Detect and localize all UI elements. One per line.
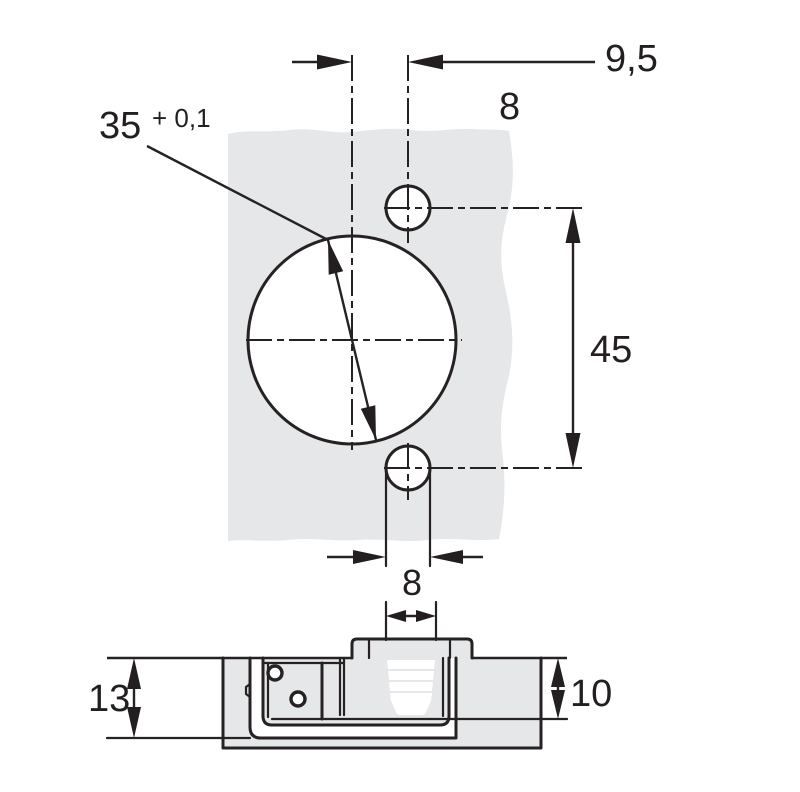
edge-distance-label: 9,5 [605,38,658,80]
dowel-rib-2 [388,671,434,680]
arrowhead-down [565,433,581,468]
cup-diameter-tolerance-label: + 0,1 [152,103,211,133]
arrowhead-right [416,610,436,622]
hole-spacing-label: 45 [590,329,632,371]
dim-cup-depth: 13 [88,658,252,740]
panel-section-outline [221,656,543,750]
arrowhead-left [408,54,443,70]
arrowhead-left [386,610,406,622]
leader-line [146,144,329,242]
dowel-depth-label: 10 [570,673,612,715]
dowel-rib-4 [390,693,432,701]
collar-fill [352,639,472,658]
dim-dowel-width [384,600,438,642]
dowel-rib-3 [389,682,433,691]
dim-cup-diameter: 35 + 0,1 [99,103,378,441]
section-view: 13 10 [88,600,612,750]
arrowhead-up [127,658,141,689]
arrowhead-left [430,550,463,564]
dim-hole-spacing: 45 [565,208,632,468]
collar-outline [350,637,474,660]
dim-edge-distance: 9,5 [292,38,658,80]
cup-diameter-label: 35 [99,105,141,147]
arrowhead-down [127,707,141,738]
dowel-rib-1 [387,660,435,669]
cup-screw-hole-a [266,664,284,682]
arrowhead-right [353,550,386,564]
hole-diameter-label: 8 [402,562,422,603]
dim-dowel-depth: 10 [551,658,612,719]
expanding-dowel [387,660,435,715]
arrowhead-down [551,690,565,719]
dowel-tip [391,701,431,715]
arrowhead-down-right [360,405,376,440]
dim-hole-diameter: 8 [327,468,483,603]
front-view: 9,5 8 35 + 0,1 45 8 [99,38,658,603]
cup-depth-label: 13 [88,678,130,720]
arrowhead-up-left [328,240,344,275]
arrowhead-up [565,208,581,243]
arrowhead-right [317,54,352,70]
cup-screw-hole-b [289,690,307,708]
diameter-arrow-line [326,239,378,441]
recess-left-notch [244,682,252,699]
recess-outline [248,656,458,740]
screw-hole-diameter-label: 8 [499,86,520,128]
arrowhead-up [551,658,565,687]
